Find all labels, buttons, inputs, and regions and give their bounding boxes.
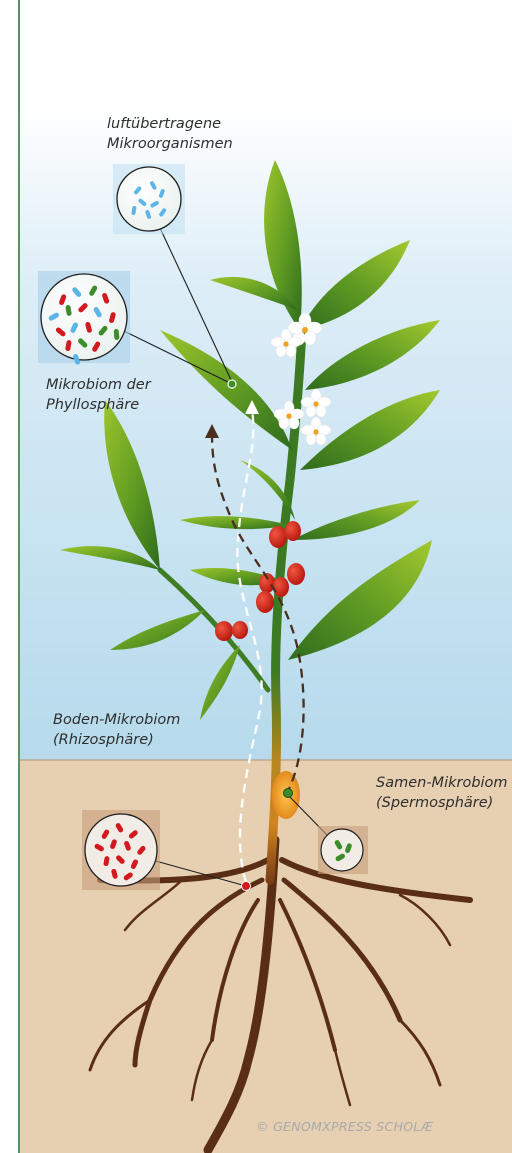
airborne-microbe-bubble xyxy=(113,164,185,234)
soil-label-line2: (Rhizosphäre) xyxy=(53,730,180,750)
phyllosphere-label: Mikrobiom der Phyllosphäre xyxy=(46,375,151,415)
seed-label-line2: (Spermosphäre) xyxy=(376,793,508,813)
phyllosphere-label-line1: Mikrobiom der xyxy=(46,375,151,395)
soil-microbiome-label: Boden-Mikrobiom (Rhizosphäre) xyxy=(53,710,180,750)
phyllosphere-label-line2: Phyllosphäre xyxy=(46,395,151,415)
rhizosphere-marker xyxy=(242,882,251,891)
phyllosphere-marker xyxy=(228,380,236,388)
seed-microbe-bubble xyxy=(318,826,368,874)
copyright-notice: © GENOMXPRESS SCHOLÆ xyxy=(256,1119,433,1134)
seed-marker xyxy=(284,789,293,798)
airborne-microbes-label: luftübertragene Mikroorganismen xyxy=(107,114,233,154)
soil-label-line1: Boden-Mikrobiom xyxy=(53,710,180,730)
soil-microbe-bubble xyxy=(82,810,160,890)
seed-label-line1: Samen-Mikrobiom xyxy=(376,773,508,793)
airborne-label-line2: Mikroorganismen xyxy=(107,134,233,154)
seed-microbiome-label: Samen-Mikrobiom (Spermosphäre) xyxy=(376,773,508,813)
airborne-label-line1: luftübertragene xyxy=(107,114,233,134)
phyllosphere-microbe-bubble xyxy=(38,271,130,365)
